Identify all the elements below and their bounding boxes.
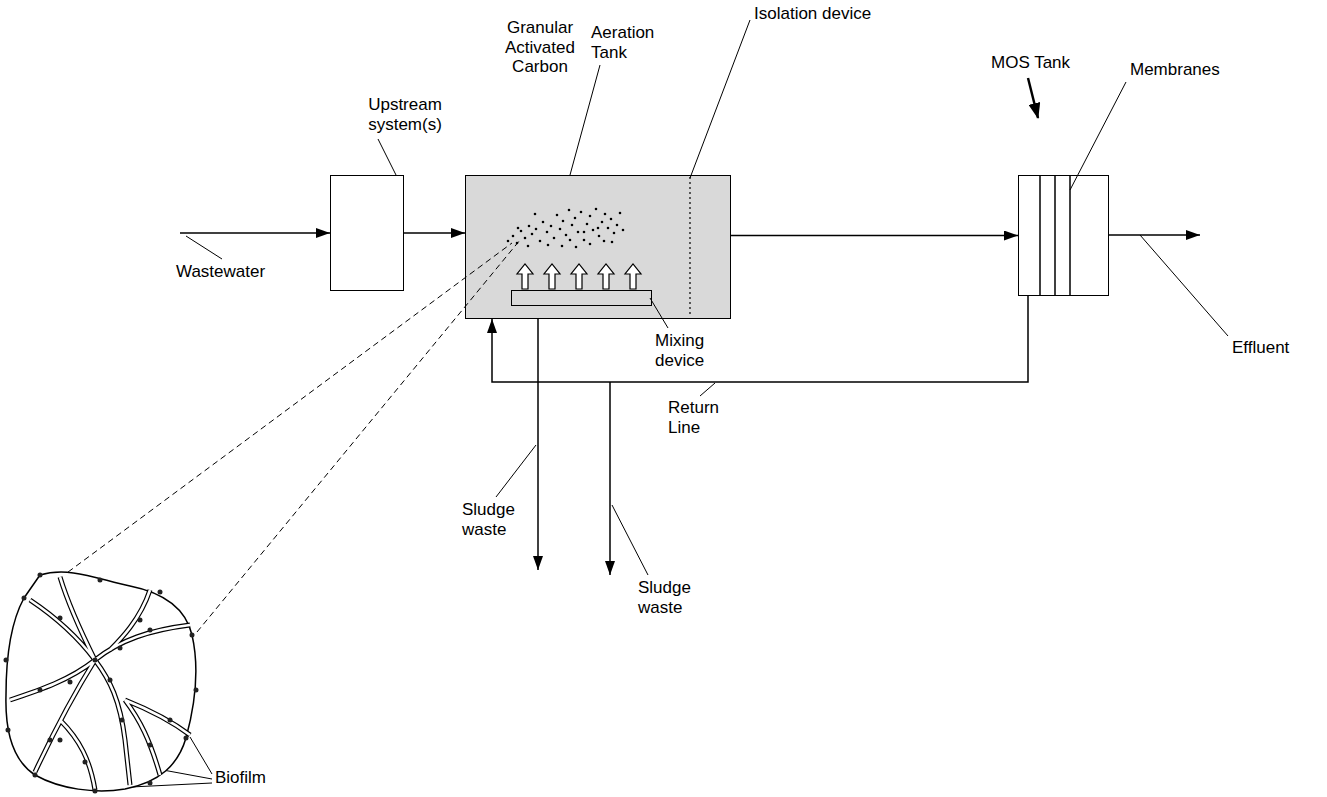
node-label: Mixing device <box>655 331 719 370</box>
membrane-plate <box>1039 176 1041 295</box>
leader-line <box>1070 82 1126 190</box>
leader-line <box>496 445 536 497</box>
part-label: Sludge waste <box>462 500 524 539</box>
carbon-granules <box>508 209 623 247</box>
part-label: Biofilm <box>215 768 266 788</box>
flow-arrow <box>731 235 1018 237</box>
pore-channel <box>10 577 190 790</box>
part-label: Wastewater <box>176 262 265 282</box>
tank-box: MOS Tank <box>1018 175 1109 296</box>
leader-line <box>378 139 396 175</box>
biofilm-dots <box>6 575 196 791</box>
sludge-arrow <box>609 382 611 575</box>
leader-line <box>690 20 750 178</box>
leader-line <box>186 236 222 259</box>
outflow-arrow <box>1109 234 1200 236</box>
air-arrows <box>517 264 641 289</box>
pore-channel <box>10 577 190 790</box>
node-label: Upstream system(s) <box>363 95 447 134</box>
air-arrow <box>571 264 587 289</box>
leader-line <box>570 65 600 175</box>
sludge-arrow <box>537 319 539 570</box>
isolation-line <box>689 177 690 317</box>
air-arrow <box>517 264 533 289</box>
membrane-plates <box>1040 176 1070 295</box>
leader-line <box>163 770 212 779</box>
leader-line <box>1140 235 1228 336</box>
part-label: Granular Activated Carbon <box>500 18 580 77</box>
flow-lines <box>180 78 1200 575</box>
leader-line <box>650 298 668 328</box>
part-label: Membranes <box>1130 60 1220 80</box>
zoom-lines <box>60 240 520 632</box>
zoom-line <box>197 240 520 632</box>
carbon-granule-detail <box>6 572 196 791</box>
inflow-arrow <box>180 232 330 234</box>
air-arrow <box>625 264 641 289</box>
leader-line <box>612 505 648 575</box>
flow-arrow <box>404 232 465 234</box>
leader-line <box>700 383 715 396</box>
part-label: Effluent <box>1232 338 1289 358</box>
part-label: Return Line <box>668 398 730 437</box>
leader-line <box>190 737 212 774</box>
flow-arrow <box>492 296 1028 382</box>
tank-fill <box>465 175 731 319</box>
node-label: MOS Tank <box>991 53 1081 73</box>
tank-box: Aeration TankMixing device <box>465 175 731 319</box>
node-label: Aeration Tank <box>591 23 663 62</box>
mixing-device: Mixing device <box>511 290 652 306</box>
granule-outline <box>6 572 196 791</box>
pointer-arrow <box>1028 78 1038 118</box>
part-label: Isolation device <box>754 4 871 24</box>
part-label: Sludge waste <box>638 578 700 617</box>
air-arrow <box>598 264 614 289</box>
connector-layer <box>404 233 1028 382</box>
zoom-line <box>60 243 512 578</box>
membrane-plate <box>1054 176 1056 295</box>
membrane-plate <box>1069 176 1071 295</box>
air-arrow <box>544 264 560 289</box>
tank-box: Upstream system(s) <box>330 175 404 291</box>
